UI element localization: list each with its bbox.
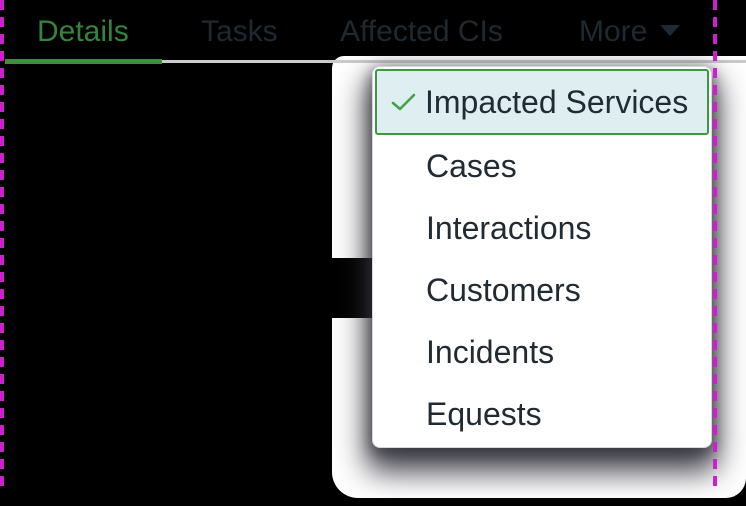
menu-item-incidents[interactable]: Incidents [375, 321, 709, 383]
background-notch [332, 258, 373, 318]
menu-item-label: Incidents [426, 333, 555, 370]
caret-down-icon [660, 24, 681, 36]
menu-item-cases[interactable]: Cases [375, 135, 709, 197]
menu-item-customers[interactable]: Customers [375, 259, 709, 321]
menu-item-label: Cases [426, 147, 517, 184]
menu-item-impacted-services[interactable]: Impacted Services [375, 69, 709, 135]
menu-item-label: Equests [426, 395, 542, 432]
tab-tasks[interactable]: Tasks [201, 15, 278, 48]
tab-more[interactable]: More [579, 13, 681, 51]
more-dropdown-menu: Impacted Services Cases Interactions Cus… [372, 66, 712, 448]
menu-item-label: Customers [426, 271, 581, 308]
check-icon [391, 93, 416, 112]
active-tab-underline [5, 59, 162, 64]
menu-item-label: Interactions [426, 209, 592, 246]
tab-more-label: More [579, 15, 648, 48]
menu-item-label: Impacted Services [425, 83, 689, 120]
annotation-dashed-line-right [713, 0, 717, 490]
menu-item-equests[interactable]: Equests [375, 383, 709, 445]
tabbar-divider [162, 60, 746, 63]
tab-details[interactable]: Details [37, 15, 129, 48]
tab-affected-cis[interactable]: Affected CIs [340, 15, 503, 48]
annotation-dashed-line-left [0, 0, 4, 490]
menu-item-interactions[interactable]: Interactions [375, 197, 709, 259]
